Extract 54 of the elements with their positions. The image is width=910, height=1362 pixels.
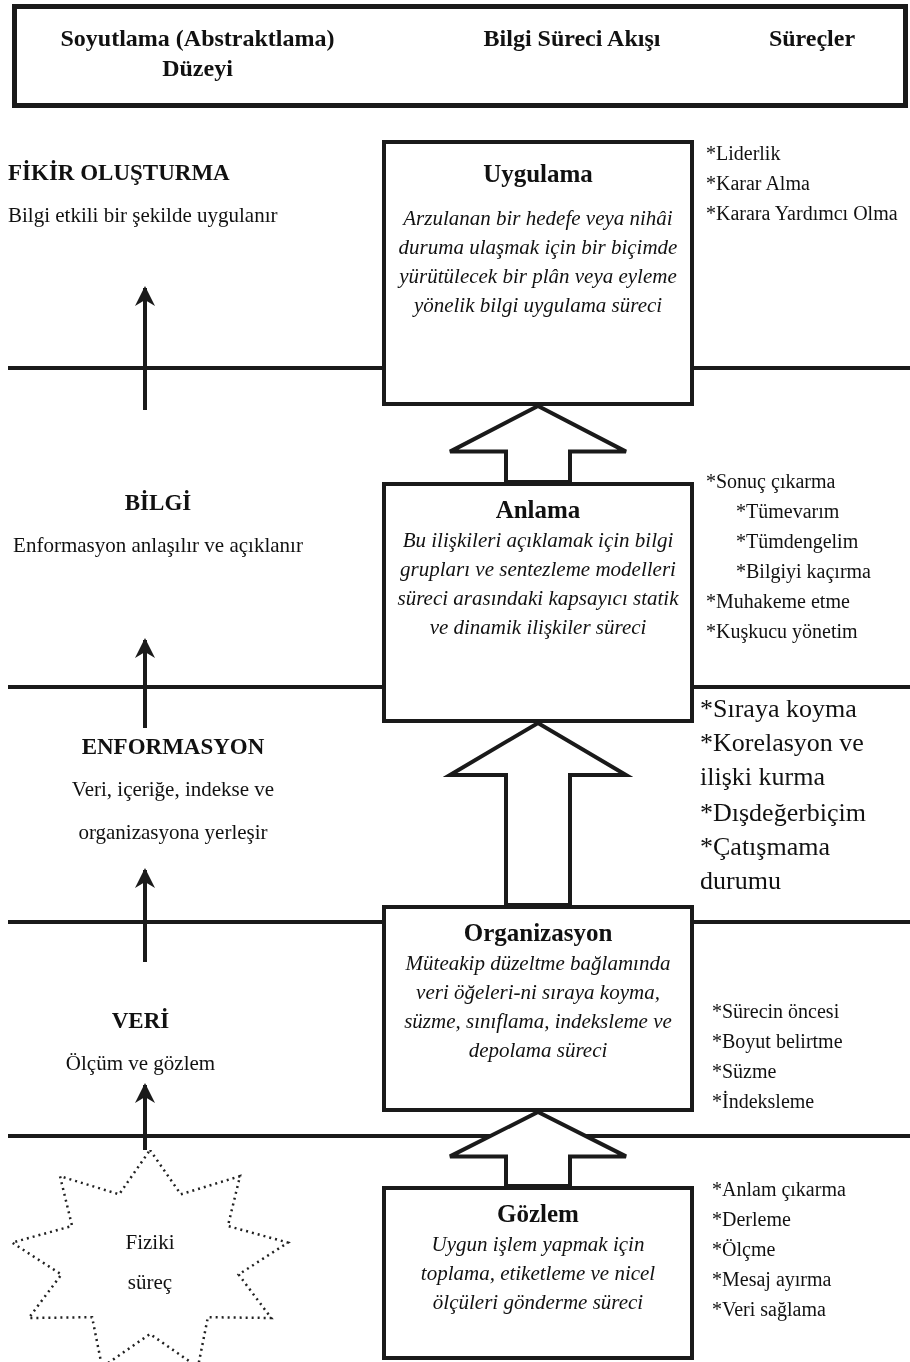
- list-item: *Muhakeme etme: [706, 589, 850, 614]
- list-item: *Süzme: [712, 1059, 777, 1084]
- box-title: Anlama: [494, 495, 582, 525]
- list-item: *Tümevarım: [736, 499, 840, 524]
- list-item: *Tümdengelim: [736, 529, 859, 554]
- level-description: Bilgi etkili bir şekilde uygulanır: [8, 202, 279, 229]
- list-item: *Mesaj ayırma: [712, 1267, 832, 1292]
- list-item: *Sonuç çıkarma: [706, 469, 836, 494]
- list-item: *İndeksleme: [712, 1089, 815, 1114]
- list-item: *Ölçme: [712, 1237, 776, 1262]
- list-item: *Karar Alma: [706, 171, 810, 196]
- arrow: [135, 868, 155, 962]
- list-item: *Liderlik: [706, 141, 781, 166]
- column-heading: Süreçler: [767, 24, 857, 53]
- list-item: *Anlam çıkarma: [712, 1177, 846, 1202]
- list-item: *Sıraya koyma: [700, 693, 857, 725]
- block-arrow: [448, 1109, 628, 1188]
- list-item: *Dışdeğerbiçim: [700, 797, 867, 829]
- list-item: *Derleme: [712, 1207, 791, 1232]
- process-box: [382, 905, 694, 1112]
- arrow: [135, 638, 155, 728]
- list-item: *Çatışmama durumu: [700, 831, 831, 897]
- box-title: Uygulama: [482, 159, 594, 189]
- list-item: *Kuşkucu yönetim: [706, 619, 858, 644]
- box-title: Organizasyon: [462, 918, 614, 948]
- column-heading: Soyutlama (Abstraktlama) Düzeyi: [59, 24, 336, 83]
- arrow: [135, 286, 155, 410]
- box-title: Gözlem: [496, 1199, 580, 1229]
- block-arrow: [442, 720, 634, 907]
- list-item: *Bilgiyi kaçırma: [736, 559, 871, 584]
- box-description: Müteakip düzeltme bağlamında veri öğeleri-ni sıraya koyma, süzme, sınıflama, indeksleme ve depolama süreci: [403, 950, 673, 1064]
- block-arrow: [448, 403, 628, 484]
- level-title: FİKİR OLUŞTURMA: [8, 159, 231, 187]
- box-description: Bu ilişkileri açıklamak için bilgi grupları ve sentezleme modelleri süreci arasındaki kapsayıcı statik ve dinamik ilişkiler süreci: [396, 527, 680, 641]
- box-description: Arzulanan bir hedefe veya nihâi duruma ulaşmak için bir biçimde yürütülecek bir plân veya eyleme yönelik bilgi uygulama süreci: [396, 205, 679, 319]
- process-box: [382, 1186, 694, 1360]
- list-item: *Korelasyon ve ilişki kurma: [700, 727, 865, 793]
- node-text: Fiziki süreç: [124, 1229, 176, 1296]
- process-box: [382, 482, 694, 723]
- level-title: ENFORMASYON: [80, 733, 266, 761]
- list-item: *Sürecin öncesi: [712, 999, 840, 1024]
- level-description: Veri, içeriğe, indekse ve organizasyona yerleşir: [70, 776, 276, 846]
- column-heading: Bilgi Süreci Akışı: [482, 24, 662, 53]
- box-description: Uygun işlem yapmak için toplama, etiketleme ve nicel ölçüleri gönderme süreci: [419, 1231, 657, 1316]
- arrow: [135, 1083, 155, 1150]
- header-box: [12, 4, 908, 108]
- process-box: [382, 140, 694, 406]
- level-title: BİLGİ: [123, 489, 193, 517]
- level-description: Enformasyon anlaşılır ve açıklanır: [12, 532, 304, 559]
- list-item: *Karara Yardımcı Olma: [706, 201, 899, 226]
- level-title: VERİ: [110, 1007, 171, 1035]
- list-item: *Boyut belirtme: [712, 1029, 843, 1054]
- level-description: Ölçüm ve gözlem: [64, 1050, 217, 1077]
- list-item: *Veri sağlama: [712, 1297, 826, 1322]
